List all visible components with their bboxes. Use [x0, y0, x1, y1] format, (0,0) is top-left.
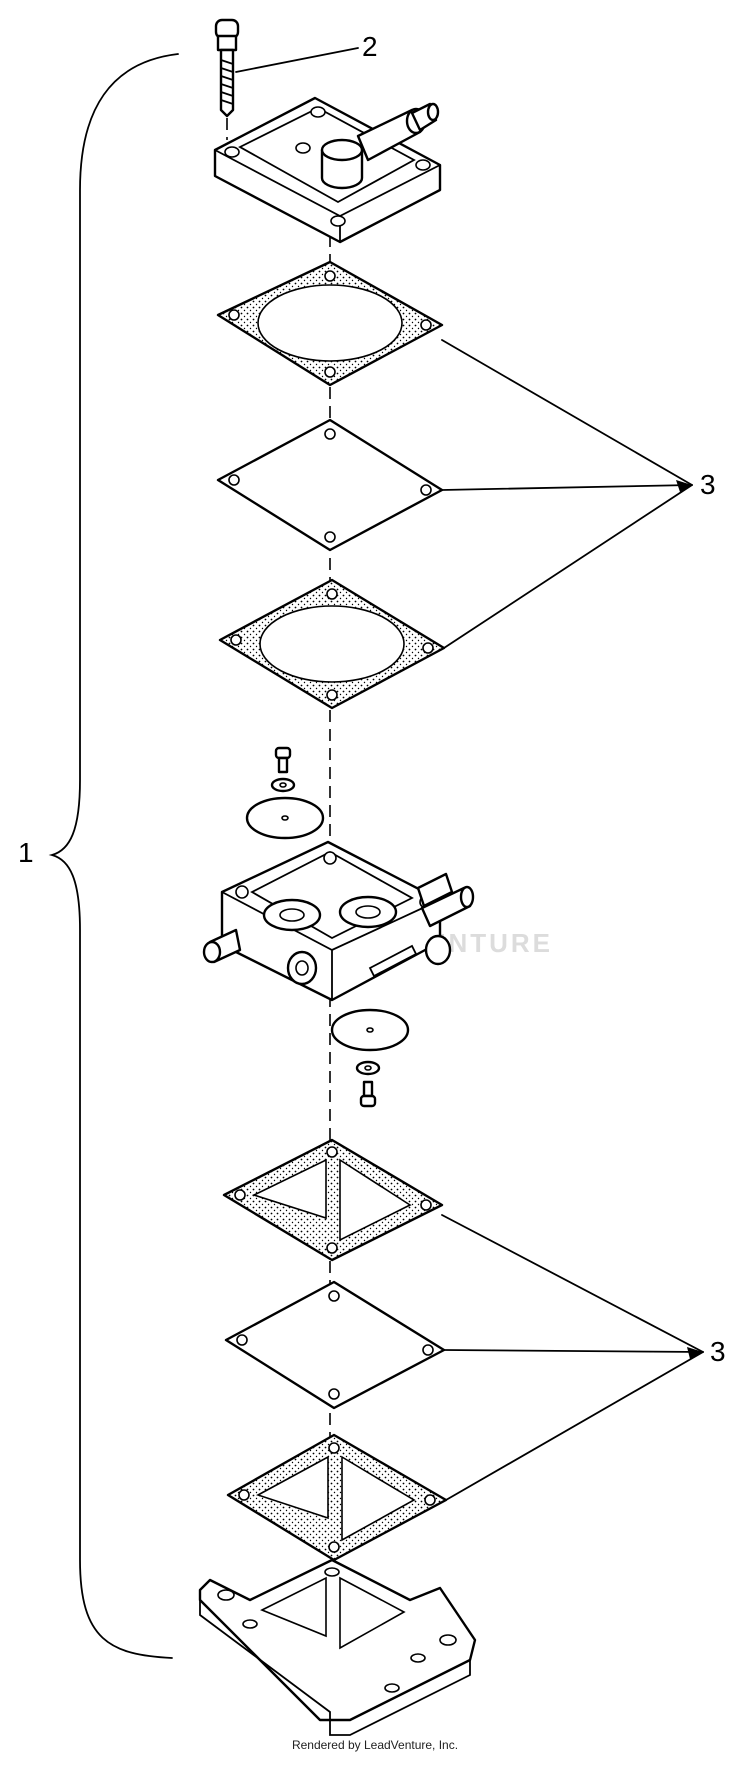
upper-diaphragm: [216, 418, 444, 552]
pump-top-cover: [213, 96, 442, 244]
valve-disc-lower: [330, 1008, 410, 1052]
callout-2-screw: 2: [362, 31, 378, 62]
lower-diaphragm: [224, 1280, 446, 1410]
valve-disc-upper: [245, 796, 325, 840]
pump-base-plate: [198, 1558, 477, 1736]
callout-3-lower-gaskets: 3: [710, 1336, 726, 1367]
screw-callout-leader: [235, 47, 359, 73]
lower-callout-leaders: [441, 1214, 704, 1501]
callout-1-assembly: 1: [18, 837, 34, 868]
lower-gasket-top: [222, 1138, 444, 1262]
pump-body: [202, 840, 475, 1002]
rendered-by-footer: Rendered by LeadVenture, Inc.: [291, 1738, 459, 1752]
assembly-bracket: [48, 53, 179, 1659]
callout-3-upper-gaskets: 3: [700, 469, 716, 500]
upper-callout-leaders: [441, 339, 693, 649]
lower-gasket-bottom: [226, 1433, 448, 1562]
valve-screw-lower: [355, 1060, 381, 1108]
screw: [214, 18, 240, 140]
upper-gasket-ring-top: [216, 260, 444, 387]
valve-screw-upper: [270, 746, 296, 793]
upper-gasket-ring-bottom: [218, 578, 446, 710]
